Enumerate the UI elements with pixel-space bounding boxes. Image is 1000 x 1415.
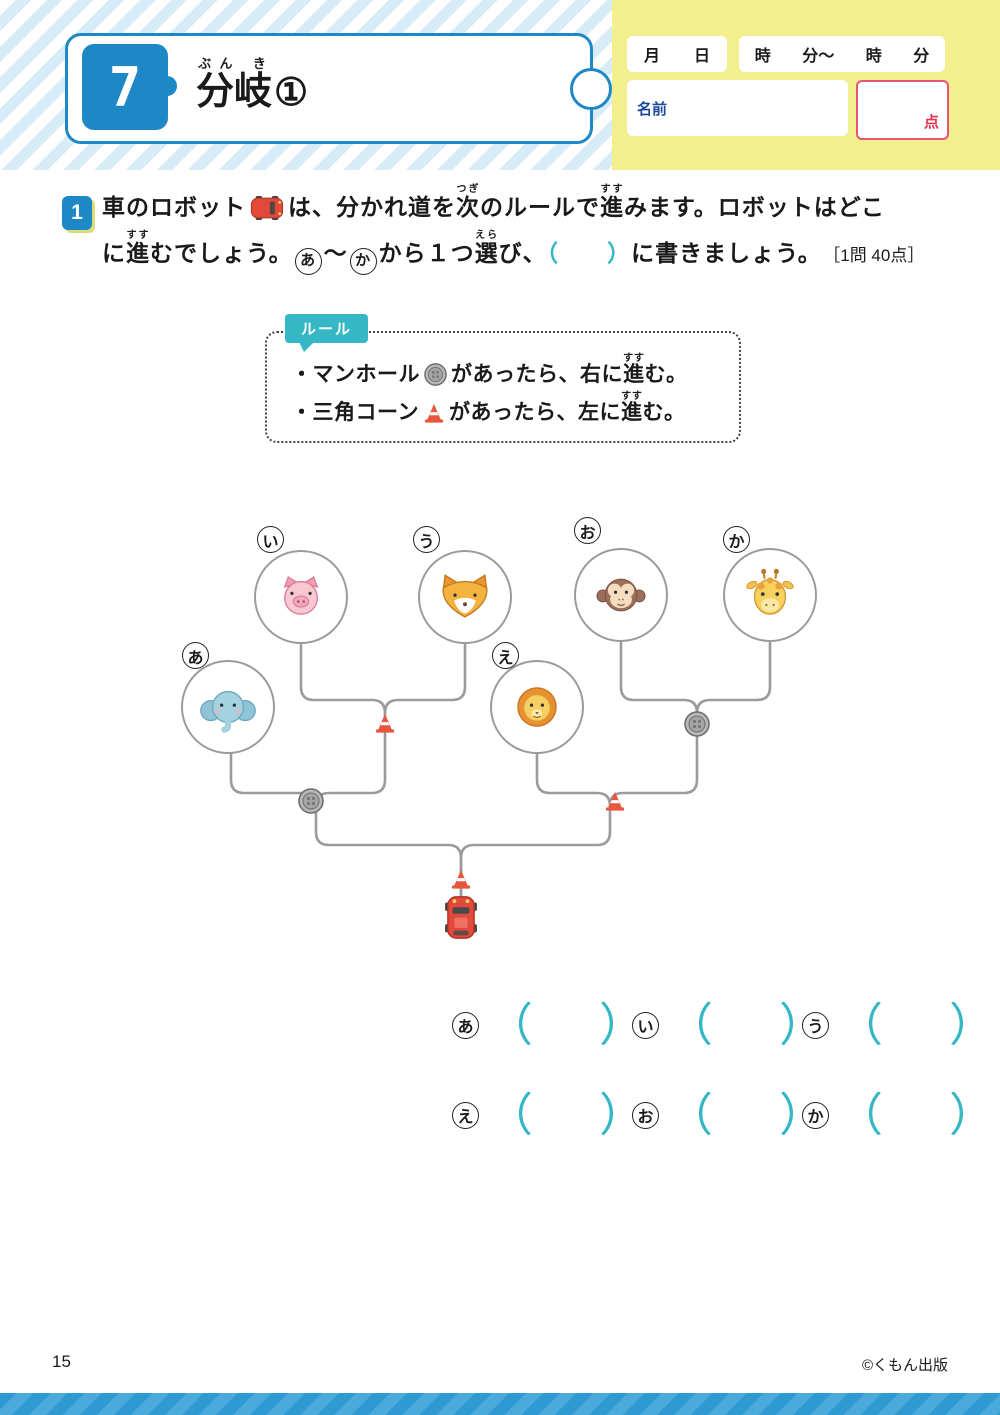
time-label: 分～ — [802, 48, 835, 65]
answer-slot-a[interactable]: あ （） — [452, 1001, 645, 1049]
rule-tab: ルール — [285, 314, 369, 352]
page-number: 15 — [52, 1352, 71, 1371]
node-circle-monkey — [574, 548, 668, 642]
name-field[interactable]: 名前 — [627, 80, 848, 136]
answer-slot-i[interactable]: い （） — [632, 1001, 825, 1049]
answer-label: か — [802, 1101, 829, 1129]
title-box-notch — [570, 67, 612, 110]
answer-slot-ka[interactable]: か （ ） — [802, 1091, 995, 1139]
circled-kana: か — [349, 247, 377, 275]
pig-icon — [283, 576, 319, 615]
giraffe-icon — [746, 568, 794, 615]
answer-paren-open: （ — [667, 999, 713, 1051]
answer-paren-close: ） — [949, 999, 995, 1051]
score-field[interactable]: 点 — [856, 80, 949, 140]
answer-label: え — [452, 1101, 479, 1129]
lesson-number-badge: 7 — [82, 44, 177, 130]
lesson-number: 7 — [108, 55, 142, 119]
answer-label: い — [632, 1011, 659, 1039]
node-label-u: う — [413, 526, 440, 553]
answer-slot-u[interactable]: う （ ） — [802, 1001, 995, 1049]
node-circle-pig — [254, 550, 348, 644]
cone-icon — [604, 790, 626, 812]
cone-icon — [374, 712, 396, 734]
time-label: 時 — [754, 48, 771, 65]
time-label: 分 — [913, 48, 930, 65]
answer-slot-e[interactable]: え （） — [452, 1091, 645, 1139]
problem-text: 車のロボットは、分かれ道を次つぎのルールで進すすみます。ロボットはどこ に進すす… — [102, 184, 962, 276]
node-circle-elephant — [181, 660, 275, 754]
node-label-a: あ — [182, 642, 209, 669]
rule-item-cone: ・三角コーンがあったら、左に進すすむ。 — [291, 391, 686, 424]
robot-car-icon — [445, 895, 477, 945]
manhole-icon — [684, 711, 710, 737]
answer-slot-o[interactable]: お （） — [632, 1091, 825, 1139]
monkey-icon — [596, 578, 646, 612]
node-label-ka: か — [723, 526, 750, 553]
month-label: 月 — [643, 48, 660, 65]
date-field[interactable]: 月 日 — [627, 36, 727, 72]
title-number: ① — [274, 72, 309, 114]
rule-item-manhole: ・マンホールがあったら、右に進すすむ。 — [291, 353, 688, 386]
cone-icon — [423, 402, 445, 424]
answer-paren-open: （ — [487, 999, 533, 1051]
cone-icon — [450, 868, 472, 890]
circled-kana: あ — [294, 247, 322, 275]
time-field[interactable]: 時 分～ 時 分 — [739, 36, 945, 72]
node-circle-giraffe — [723, 548, 817, 642]
time-label: 時 — [865, 48, 882, 65]
answer-label: お — [632, 1101, 659, 1129]
node-label-i: い — [257, 526, 284, 553]
node-label-o: お — [574, 517, 601, 544]
manhole-icon — [424, 363, 447, 386]
node-circle-lion — [490, 660, 584, 754]
score-label: 点 — [923, 114, 939, 131]
car-icon — [250, 196, 284, 220]
problem-text-line2: に進すすむでしょう。あ～かから１つ選えらび、（ ）に書きましょう。［1問 40点… — [102, 230, 962, 276]
elephant-icon — [200, 690, 256, 733]
node-circle-fox — [418, 550, 512, 644]
node-label-e: え — [492, 642, 519, 669]
problem-text-line1: 車のロボットは、分かれ道を次つぎのルールで進すすみます。ロボットはどこ — [102, 184, 886, 220]
answer-paren-open: （ — [667, 1089, 713, 1141]
title-kanji: 分岐ぶん き — [196, 56, 273, 113]
answer-paren-open: （ — [487, 1089, 533, 1141]
puzzle-bump — [157, 76, 177, 96]
name-label: 名前 — [637, 100, 668, 118]
problem-number-badge: 1 — [62, 196, 92, 230]
lion-icon — [517, 687, 557, 727]
answer-paren-open: （ — [837, 1089, 883, 1141]
publisher-credit: ©くもん出版 — [861, 1357, 948, 1374]
answer-label: う — [802, 1011, 829, 1039]
day-label: 日 — [693, 48, 710, 65]
footer-bar — [0, 1393, 1000, 1415]
rule-box: ルール ・マンホールがあったら、右に進すすむ。 ・三角コーンがあったら、左に進す… — [265, 314, 741, 443]
answer-paren-close: ） — [949, 1089, 995, 1141]
manhole-icon — [298, 788, 324, 814]
fox-icon — [442, 574, 488, 618]
answer-paren-open: （ — [837, 999, 883, 1051]
answer-label: あ — [452, 1011, 479, 1039]
